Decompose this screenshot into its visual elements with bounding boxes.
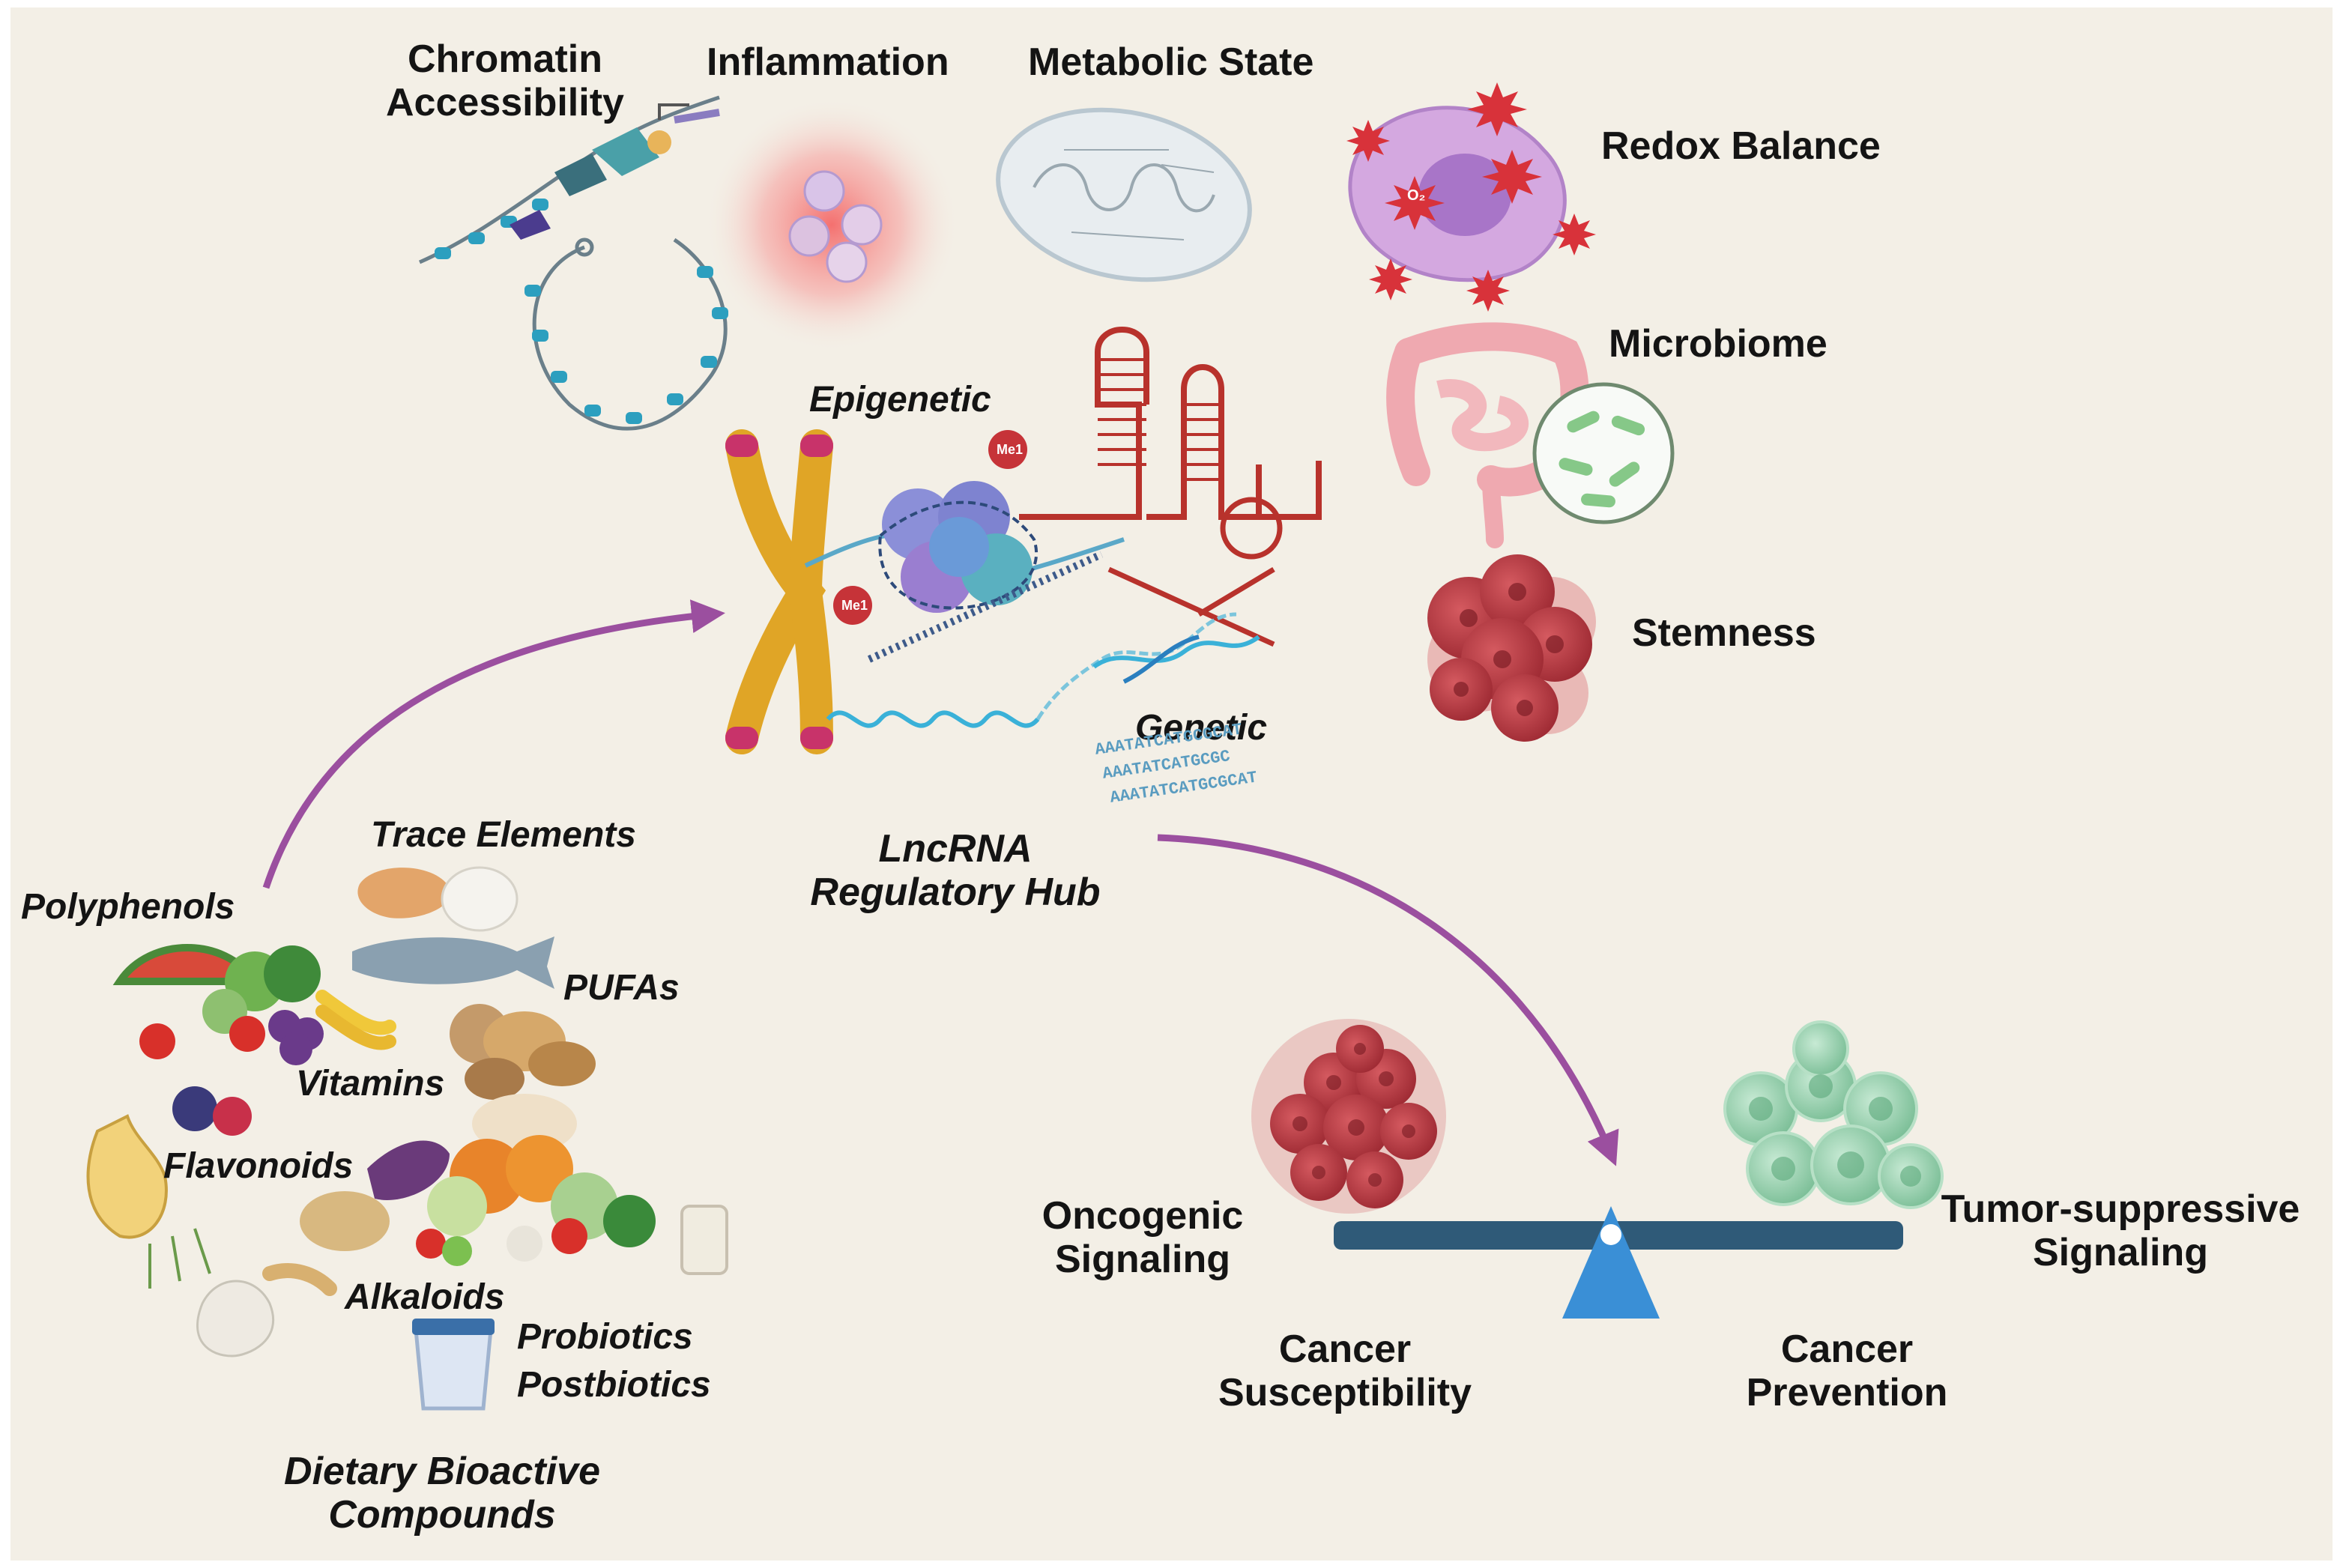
label-pufas: PUFAs [563,968,680,1008]
label-postbiotics: Postbiotics [517,1365,711,1405]
label-inflammation: Inflammation [707,40,949,84]
label-lncrna-line2: Regulatory Hub [810,871,1101,915]
label-tumor-line2: Signaling [2033,1231,2208,1275]
stem-cell-cluster-icon [1427,554,1596,742]
label-oncogenic-signaling: Oncogenic Signaling [1019,1194,1266,1281]
label-cancer-prevention: Cancer Prevention [1723,1328,1971,1414]
label-probiotics: Probiotics [517,1317,693,1357]
label-flavonoids: Flavonoids [163,1146,354,1186]
label-lncrna-hub: LncRNA Regulatory Hub [779,827,1131,914]
balance-scale-icon [1334,1206,1903,1319]
label-vitamins: Vitamins [296,1064,445,1104]
food-collection-icon [86,866,728,1411]
label-metabolic-state: Metabolic State [1028,40,1314,84]
label-cancer-susc-line1: Cancer [1278,1328,1412,1371]
label-chromatin-accessibility: Chromatin Accessibility [386,37,624,124]
label-trace-elements: Trace Elements [371,815,636,855]
label-tumor-line1: Tumor-suppressive [1941,1187,2300,1231]
intestine-icon [1386,322,1589,548]
methyl-tag-top: Me1 [997,442,1024,457]
arrow-diet-to-hub [262,599,725,889]
label-cancer-prev-line2: Prevention [1746,1371,1948,1415]
label-lncrna-line1: LncRNA [878,827,1033,871]
label-dietary-line1: Dietary Bioactive [284,1450,600,1493]
label-chromatin-line2: Accessibility [386,81,624,125]
label-oncogenic-line2: Signaling [1055,1238,1230,1282]
label-cancer-susc-line2: Susceptibility [1218,1371,1472,1415]
label-tumor-suppressive-signaling: Tumor-suppressive Signaling [1911,1187,2330,1274]
label-stemness: Stemness [1632,611,1816,655]
label-epigenetic: Epigenetic [809,380,991,420]
chromatin-icon [418,95,728,431]
arrow-hub-to-balance [1157,834,1619,1166]
label-cancer-susceptibility: Cancer Susceptibility [1184,1328,1506,1414]
label-dietary-bioactive-compounds: Dietary Bioactive Compounds [255,1450,629,1537]
label-redox-balance: Redox Balance [1601,124,1881,168]
label-oncogenic-line1: Oncogenic [1041,1194,1244,1238]
mitochondrion-icon [996,107,1252,282]
label-chromatin-line1: Chromatin [407,37,602,81]
nucleosome-icon [804,481,1125,663]
label-polyphenols: Polyphenols [21,887,235,927]
oncogenic-tumor-icon [1251,1019,1446,1214]
tumor-suppressive-cluster-icon [1723,1020,1944,1209]
chromosome-icon [725,429,1027,754]
label-genetic: Genetic [1135,708,1268,748]
ros-tag: O₂ [1407,187,1426,204]
label-dietary-line2: Compounds [328,1493,556,1537]
label-microbiome: Microbiome [1609,322,1827,366]
ros-cell-icon [1346,82,1596,312]
label-alkaloids: Alkaloids [345,1277,505,1317]
bacteria-icon [1532,382,1675,524]
methyl-tag-bottom: Me1 [841,598,868,613]
inflammation-icon [704,97,959,352]
label-cancer-prev-line1: Cancer [1780,1328,1914,1371]
dna-helix-icon [826,612,1260,728]
rna-hairpin-icon [1019,327,1322,647]
